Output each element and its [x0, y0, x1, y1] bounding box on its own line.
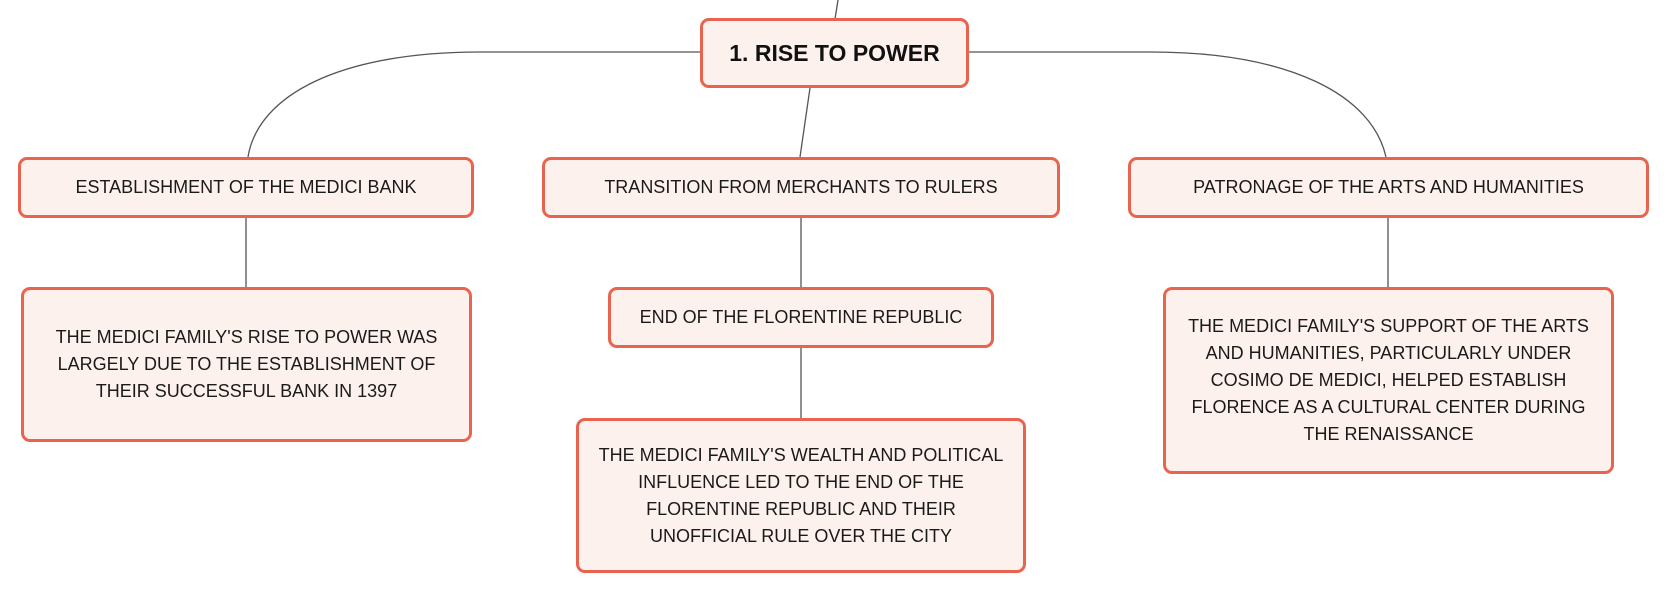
branch-node-medici-bank[interactable]: ESTABLISHMENT OF THE MEDICI BANK: [18, 157, 474, 218]
root-node[interactable]: 1. RISE TO POWER: [700, 18, 969, 88]
connector-root-right: [969, 51, 1387, 158]
detail-text: THE MEDICI FAMILY'S SUPPORT OF THE ARTS …: [1188, 316, 1589, 444]
detail-node-medici-bank[interactable]: THE MEDICI FAMILY'S RISE TO POWER WAS LA…: [21, 287, 472, 442]
detail-node-patronage-arts[interactable]: THE MEDICI FAMILY'S SUPPORT OF THE ARTS …: [1163, 287, 1614, 474]
subbranch-node-florentine-republic[interactable]: END OF THE FLORENTINE REPUBLIC: [608, 287, 994, 348]
branch-label: ESTABLISHMENT OF THE MEDICI BANK: [75, 177, 417, 197]
subbranch-label: END OF THE FLORENTINE REPUBLIC: [639, 307, 963, 327]
branch-node-patronage-arts[interactable]: PATRONAGE OF THE ARTS AND HUMANITIES: [1128, 157, 1649, 218]
connector-root-center: [799, 87, 811, 158]
detail-text: THE MEDICI FAMILY'S WEALTH AND POLITICAL…: [598, 444, 1004, 546]
connector-root-left: [247, 51, 701, 158]
branch-label: PATRONAGE OF THE ARTS AND HUMANITIES: [1193, 177, 1584, 197]
branch-node-merchants-to-rulers[interactable]: TRANSITION FROM MERCHANTS TO RULERS: [542, 157, 1060, 218]
branch-label: TRANSITION FROM MERCHANTS TO RULERS: [604, 177, 998, 197]
detail-text: THE MEDICI FAMILY'S RISE TO POWER WAS LA…: [55, 327, 438, 401]
detail-node-florentine-republic[interactable]: THE MEDICI FAMILY'S WEALTH AND POLITICAL…: [576, 418, 1026, 573]
connector-root-parent: [834, 0, 839, 20]
root-label: 1. RISE TO POWER: [729, 39, 940, 66]
